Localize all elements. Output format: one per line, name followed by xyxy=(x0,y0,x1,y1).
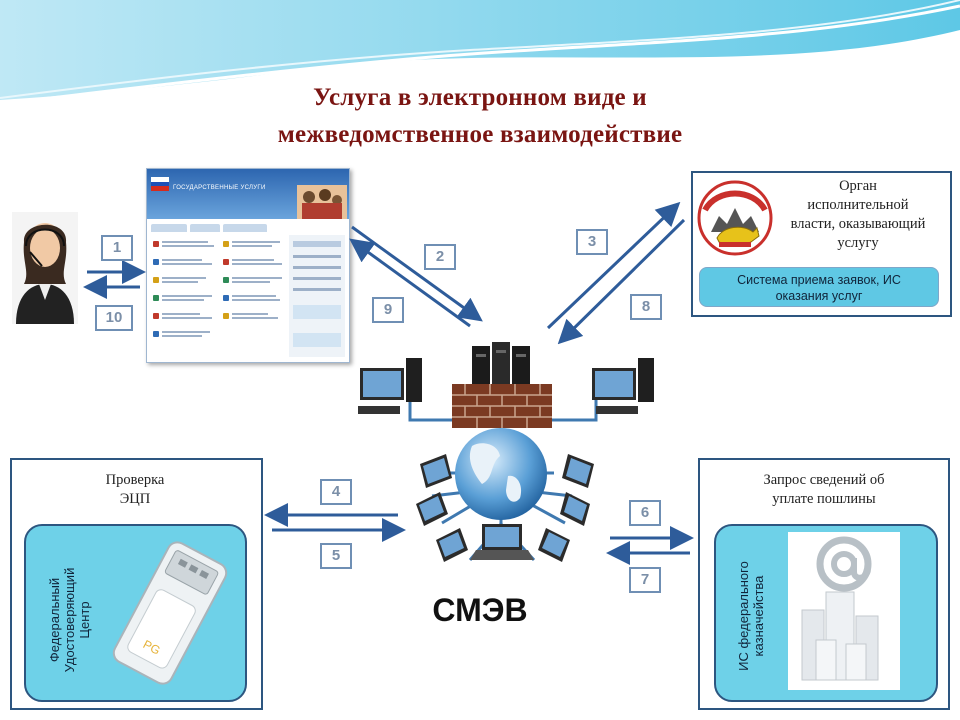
email-at-buildings-icon xyxy=(788,532,900,690)
authority-title-line: услугу xyxy=(837,235,879,251)
smev-network-diagram xyxy=(358,342,654,562)
step-number-8: 8 xyxy=(630,294,662,320)
server-rack-icon xyxy=(472,342,530,396)
duty-title-line: уплате пошлины xyxy=(772,491,876,507)
operator-user-icon xyxy=(12,212,78,324)
family-photo-icon xyxy=(297,185,347,219)
application-system-box: Система приема заявок, ИС оказания услуг xyxy=(699,267,939,307)
authority-title-line: власти, оказывающий xyxy=(790,216,926,232)
step-number-4: 4 xyxy=(320,479,352,505)
portal-header-text: ГОСУДАРСТВЕННЫЕ УСЛУГИ xyxy=(173,185,266,191)
arrow-step-9 xyxy=(349,238,471,328)
coat-of-arms-emblem-icon xyxy=(697,180,773,256)
step-number-6: 6 xyxy=(629,500,661,526)
authority-title-line: Орган xyxy=(839,178,877,194)
portal-header: ГОСУДАРСТВЕННЫЕ УСЛУГИ xyxy=(147,169,349,219)
portal-service-list-2 xyxy=(223,241,287,331)
application-system-line: оказания услуг xyxy=(775,289,863,303)
globe-icon xyxy=(455,428,547,520)
step-number-2: 2 xyxy=(424,244,456,270)
portal-service-list-1 xyxy=(153,241,217,349)
usb-token-icon: PG xyxy=(112,541,228,685)
authority-title-line: исполнительной xyxy=(807,197,909,213)
duty-title-line: Запрос сведений об xyxy=(763,472,885,488)
step-number-5: 5 xyxy=(320,543,352,569)
duty-panel-title: Запрос сведений об уплате пошлины xyxy=(706,471,942,509)
ecp-title-line: ЭЦП xyxy=(119,491,151,507)
smev-hub-label: СМЭВ xyxy=(432,592,528,628)
portal-tabs xyxy=(151,224,345,232)
diagram-title-line-1: Услуга в электронном виде и xyxy=(313,84,647,111)
arrow-step-2 xyxy=(351,225,483,322)
background-wave-band xyxy=(0,0,960,106)
ecp-panel-title: Проверка ЭЦП xyxy=(60,471,210,509)
firewall-icon xyxy=(452,384,552,428)
public-services-portal-screenshot: ГОСУДАРСТВЕННЫЕ УСЛУГИ xyxy=(146,168,350,363)
desktop-computer-left-icon xyxy=(358,358,422,414)
laptop-icon xyxy=(416,454,594,562)
step-number-7: 7 xyxy=(629,567,661,593)
step-number-3: 3 xyxy=(576,229,608,255)
arrow-step-8 xyxy=(557,218,686,345)
step-number-1: 1 xyxy=(101,235,133,261)
diagram-title-line-2: межведомственное взаимодействие xyxy=(277,121,683,148)
step-number-10: 10 xyxy=(95,305,133,331)
authority-title: Орган исполнительной власти, оказывающий… xyxy=(774,177,942,253)
portal-sidebar xyxy=(289,235,345,357)
step-number-9: 9 xyxy=(372,297,404,323)
ecp-title-line: Проверка xyxy=(105,472,165,488)
arrow-step-3 xyxy=(546,201,681,330)
application-system-line: Система приема заявок, ИС xyxy=(737,273,901,287)
desktop-computer-right-icon xyxy=(592,358,654,414)
russian-flag-icon xyxy=(151,177,169,191)
